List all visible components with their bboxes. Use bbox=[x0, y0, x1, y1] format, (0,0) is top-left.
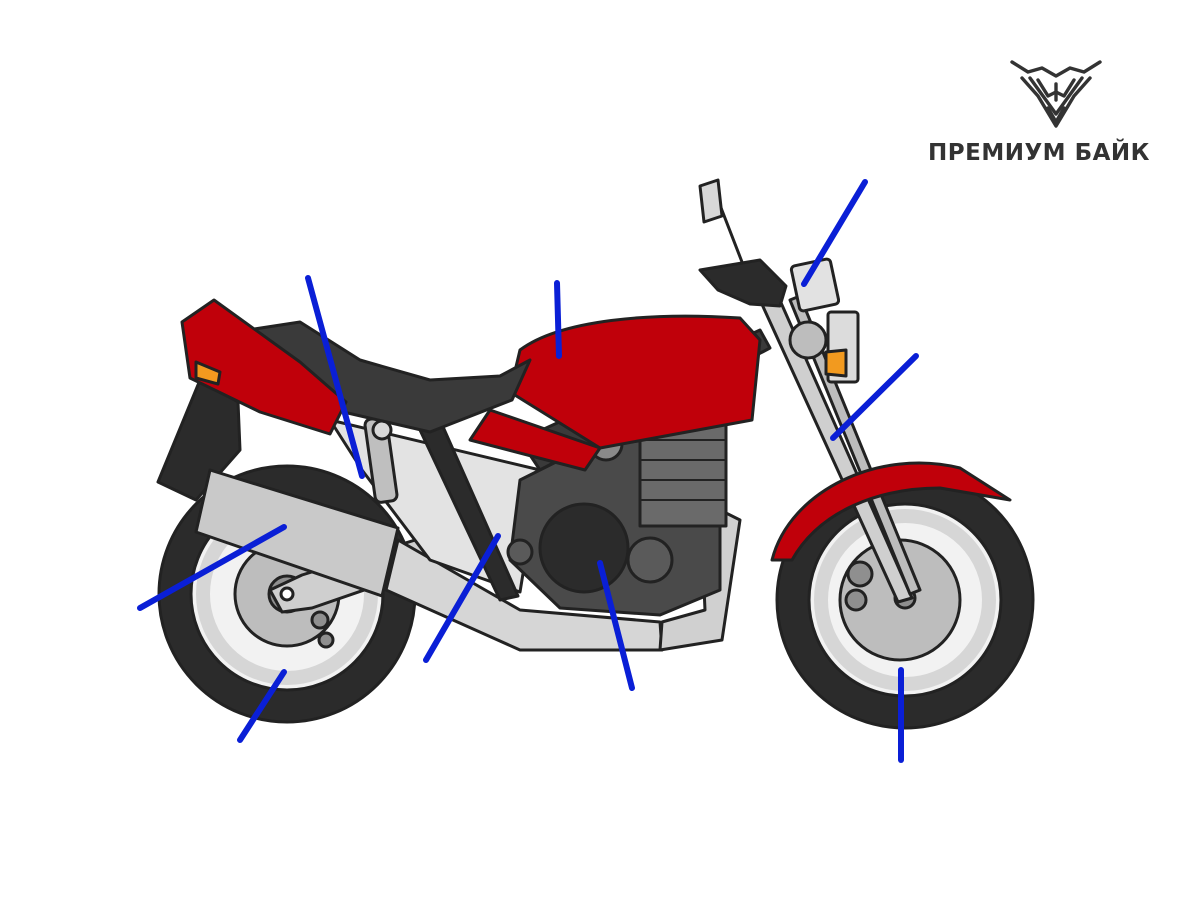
callout-line-rear-brake bbox=[237, 669, 287, 743]
tail-cowl bbox=[180, 298, 348, 436]
rear-shock bbox=[363, 416, 399, 504]
fuel-tank bbox=[468, 314, 762, 472]
callout-line-fuel-tank bbox=[554, 280, 562, 359]
handlebar bbox=[698, 178, 788, 308]
callout-line-frame bbox=[423, 533, 501, 663]
callout-line-seat-shock bbox=[305, 275, 365, 479]
callout-line-exhaust bbox=[137, 524, 287, 611]
engine bbox=[506, 414, 728, 617]
front-fender bbox=[770, 461, 1012, 562]
callout-lines bbox=[137, 179, 919, 763]
brand-name: ПРЕМИУМ БАЙК bbox=[928, 140, 1150, 166]
callout-line-headlight bbox=[801, 179, 868, 287]
bull-logo-icon bbox=[1010, 60, 1102, 128]
callout-line-engine bbox=[597, 560, 635, 691]
callout-line-front-fork bbox=[830, 353, 919, 441]
headlight bbox=[788, 257, 860, 384]
brand-logo: ПРЕМИУМ БАЙК bbox=[928, 52, 1184, 182]
